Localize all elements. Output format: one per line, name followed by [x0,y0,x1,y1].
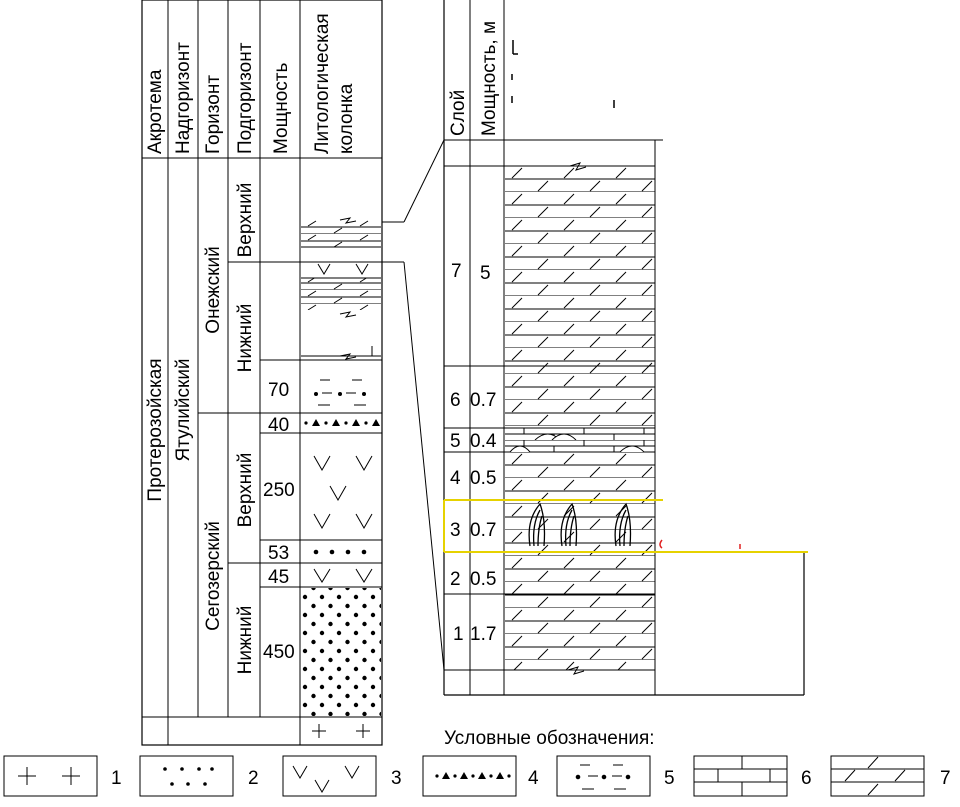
left-dolomite-upper [301,220,381,247]
layer-6-thk: 0.7 [470,390,496,411]
header-layer: Слой [448,90,469,136]
header-lithology: Литологическая [312,13,333,154]
layer-3-num: 3 [450,520,461,541]
right-detail-section: Слой Мощность, м [443,0,808,696]
layer-4-num: 4 [450,468,461,489]
layer6-dolomite [505,366,655,428]
legend-swatch-limestone [693,755,788,797]
legend-swatch-granite [3,755,98,797]
left-volcanic-pattern [313,455,373,530]
header-podgorizont: Подгоризонт [235,42,256,154]
detail-connectors [382,139,445,671]
header-thickness-m: Мощность, м [479,21,500,136]
left-silt-pattern [314,379,366,406]
header-akrotema: Акротема [145,69,166,154]
akrotema-value: Протерозойская [145,358,166,501]
layer3-highlight [443,499,808,553]
layer3-dolomite [505,500,655,552]
layer7-dolomite [505,166,655,366]
thickness-53: 53 [268,543,289,564]
layer-2-num: 2 [450,569,461,590]
legend-label-4: 4 [528,768,539,789]
podgorizont-lower-1: Нижний [235,304,256,373]
nadgorizont-value: Ятулийский [173,358,194,461]
legend-label-6: 6 [801,768,812,789]
header-gorizont: Горизонт [203,75,224,154]
left-sand-row [313,549,367,555]
legend-label-5: 5 [664,768,675,789]
legend-swatch-dolomite [830,755,925,797]
header-fragment-marks [511,40,615,108]
legend-swatch-gravel [422,755,517,797]
thickness-40: 40 [268,415,289,436]
layer-6-num: 6 [450,390,461,411]
layer-3-thk: 0.7 [470,520,496,541]
stromatolite-arcs [509,433,645,453]
thickness-45: 45 [268,567,289,588]
layer-2-thk: 0.5 [470,569,496,590]
legend-swatch-siltstone [556,755,651,797]
layer-7-num: 7 [451,261,462,282]
left-dolomite-lower [301,278,381,310]
layer-7-thk: 5 [480,263,491,284]
legend-title: Условные обозначения: [444,728,655,749]
podgorizont-lower-2: Нижний [235,606,256,675]
columnar-stromatolites [528,502,632,547]
layer-5-num: 5 [450,431,461,452]
legend-label-2: 2 [248,768,259,789]
left-stratigraphic-table: Акротема Надгоризонт Горизонт Подгоризон… [141,0,383,746]
layer-1-num: 1 [453,624,464,645]
layer4-dolomite [505,452,655,500]
red-marks [659,539,741,549]
legend-swatch-sandstone [139,755,234,797]
legend: Условные обозначения: 1 2 3 4 5 [3,728,951,797]
gorizont-segozersky: Сегозерский [203,521,224,631]
legend-swatch-volcanics [282,755,377,797]
thickness-250: 250 [263,480,295,501]
legend-label-7: 7 [940,768,951,789]
left-granite-crosses [312,724,370,738]
left-sandstone-fill [301,588,381,716]
layer-5-thk: 0.4 [470,431,497,452]
thickness-450: 450 [263,642,295,663]
legend-label-1: 1 [111,768,122,789]
layer-1-thk: 1.7 [470,624,496,645]
header-lithology-2: колонка [336,83,357,154]
header-thickness: Мощность [271,62,292,154]
left-gravel-pattern [304,419,380,426]
layer-4-thk: 0.5 [470,468,496,489]
header-nadgorizont: Надгоризонт [173,42,194,154]
layer1-dolomite [505,594,655,670]
legend-label-3: 3 [391,768,402,789]
layer2-dolomite [505,552,655,594]
gorizont-onezhsky: Онежский [203,246,224,333]
podgorizont-upper-1: Верхний [235,183,256,258]
podgorizont-upper-2: Верхний [235,453,256,528]
thickness-70: 70 [268,380,289,401]
